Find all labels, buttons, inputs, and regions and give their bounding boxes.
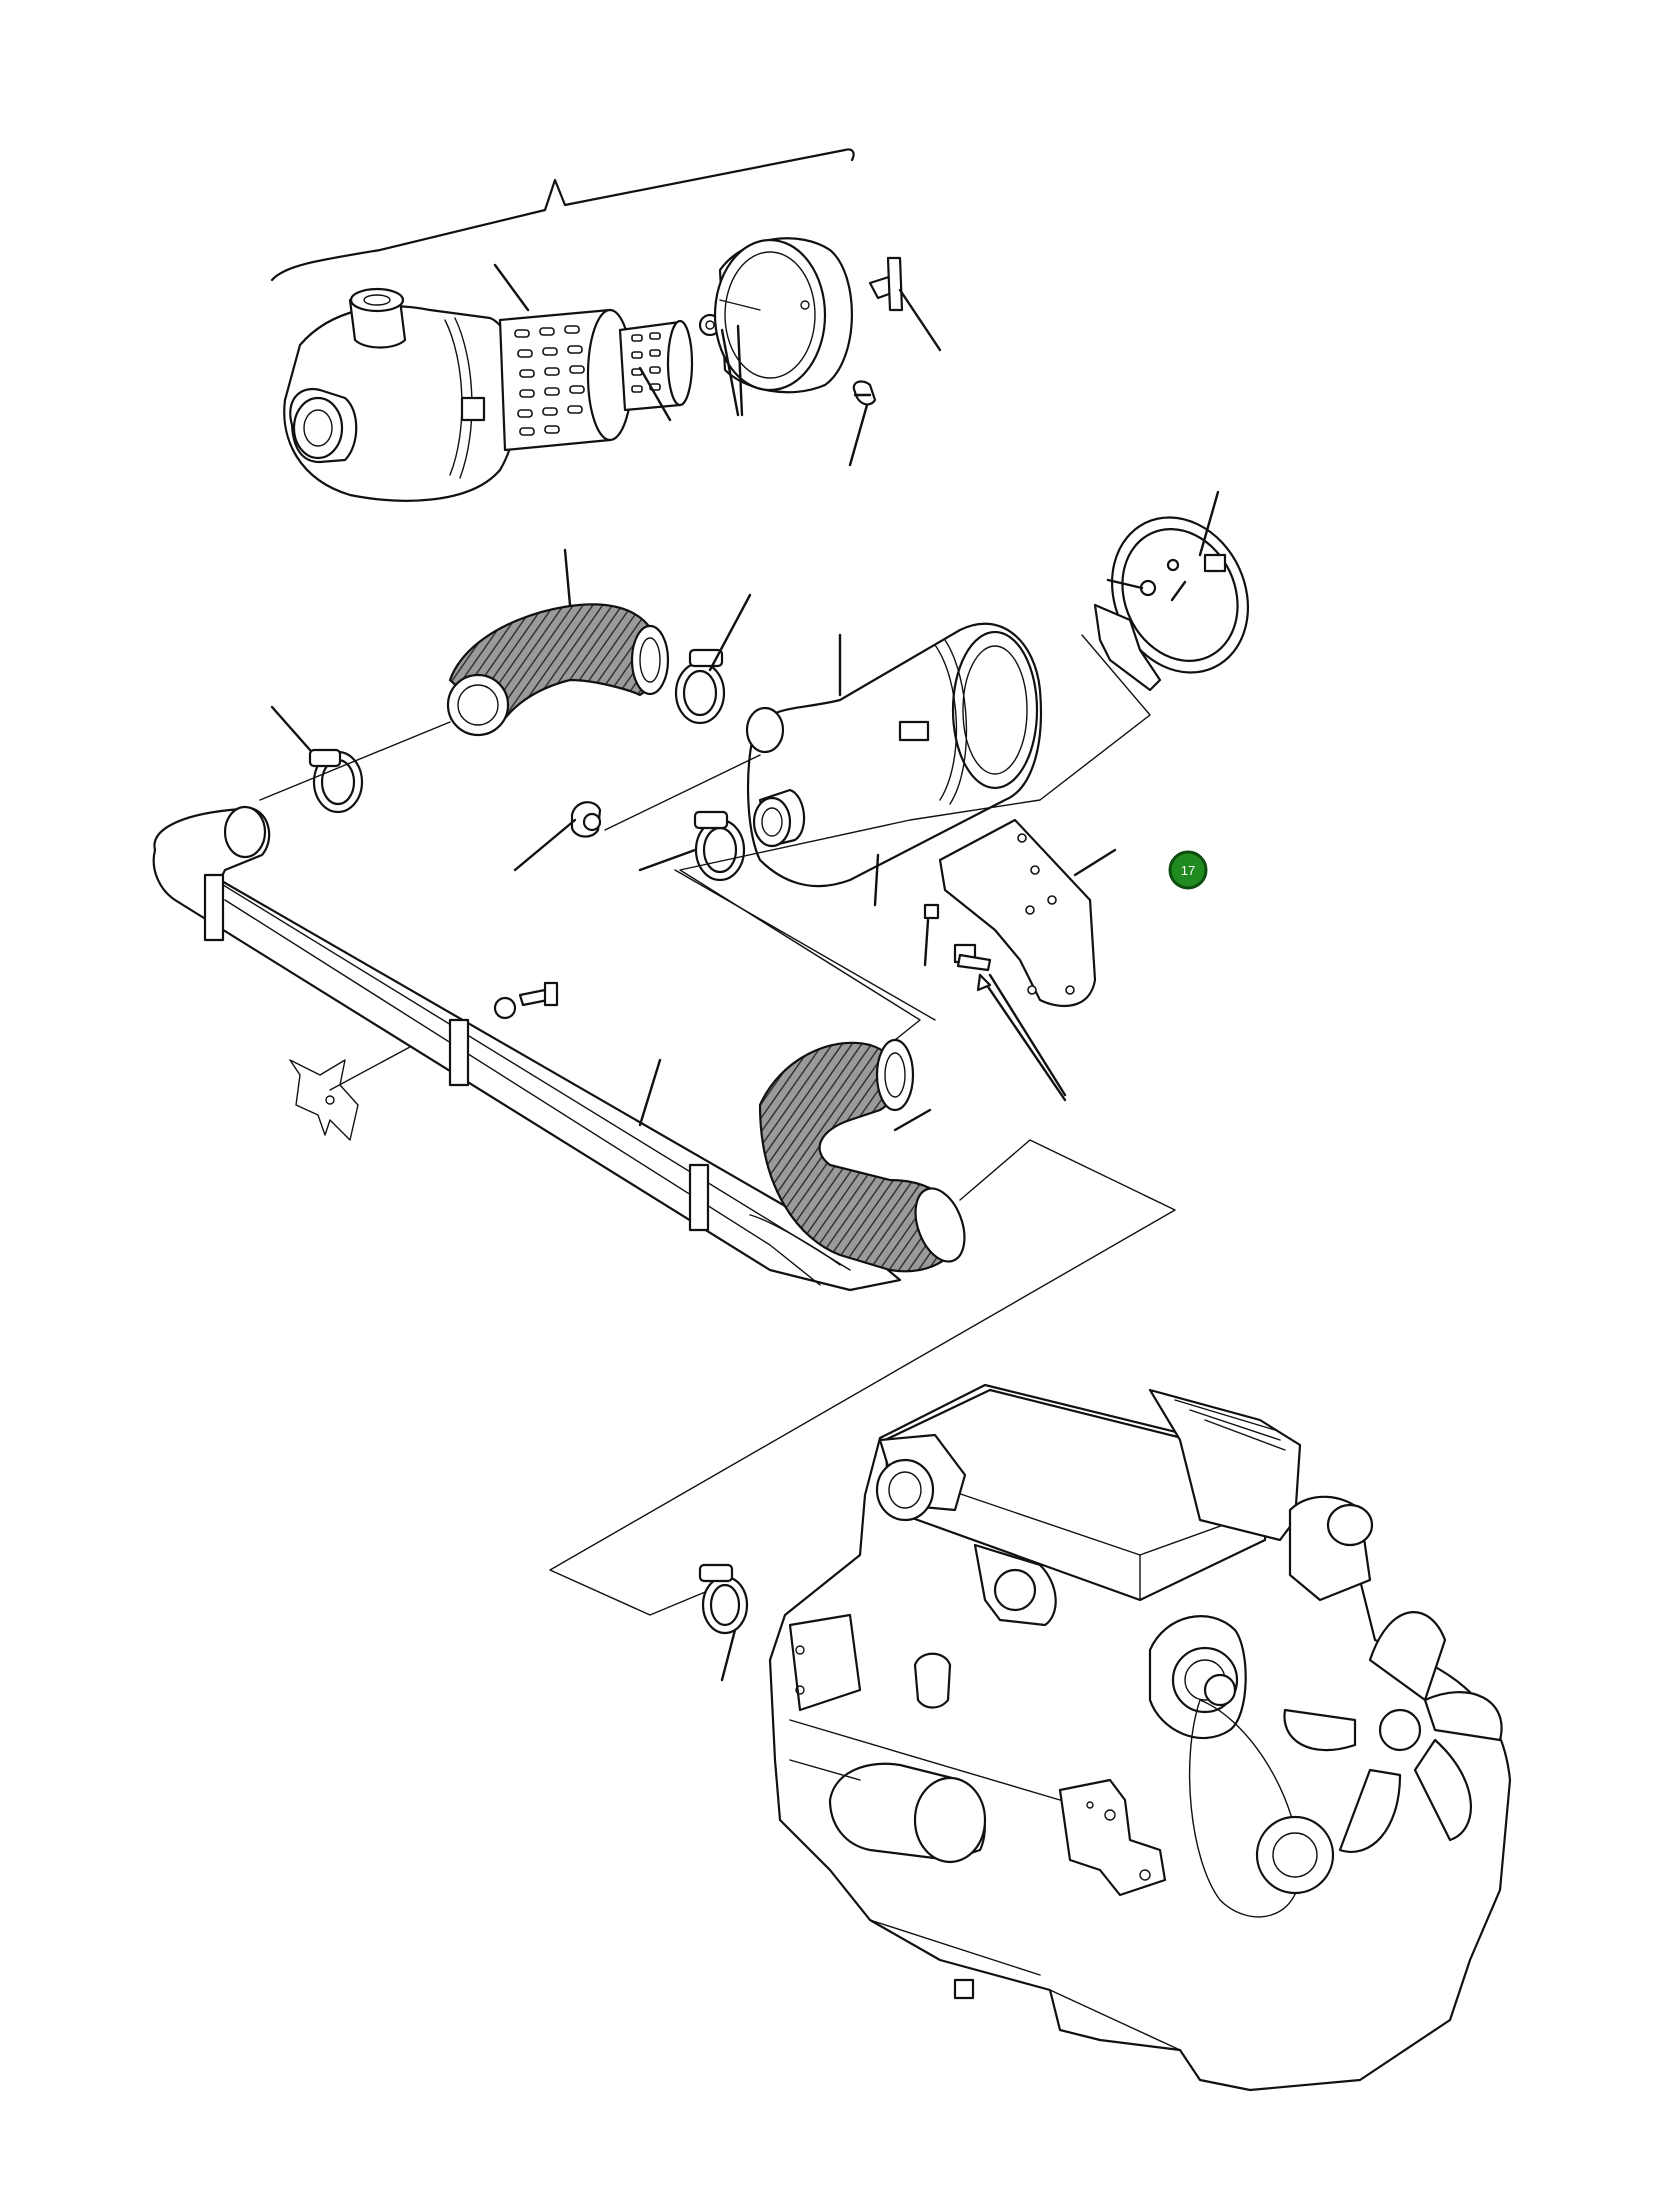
mounting-band [1093, 516, 1250, 692]
bolt-and-washer [493, 981, 559, 1020]
hose-clamp-engine [698, 1563, 749, 1682]
intake-tube [152, 805, 902, 1292]
hood-grille-detail [289, 1059, 359, 1141]
air-filter-housing-top [283, 237, 904, 502]
hose-clamp-mid [693, 810, 746, 882]
hood-outline [270, 148, 855, 282]
arrow [976, 973, 1067, 1102]
lower-hose [638, 1038, 966, 1273]
middle-leader-lines [270, 490, 1220, 1097]
rubber-bushing [570, 801, 602, 838]
hose-clamp-left [308, 748, 364, 814]
callout-marker-17[interactable]: 17 [1168, 850, 1208, 890]
hose-clamp-upper [674, 648, 726, 725]
connection-lines [259, 634, 1176, 1616]
top-leader-lines [493, 263, 942, 467]
mounting-bracket [923, 818, 1097, 1008]
upper-intake-hose [446, 603, 670, 737]
callout-label: 17 [1181, 863, 1195, 878]
engine-assembly [768, 1383, 1512, 2092]
secondary-air-cleaner [745, 622, 1042, 888]
